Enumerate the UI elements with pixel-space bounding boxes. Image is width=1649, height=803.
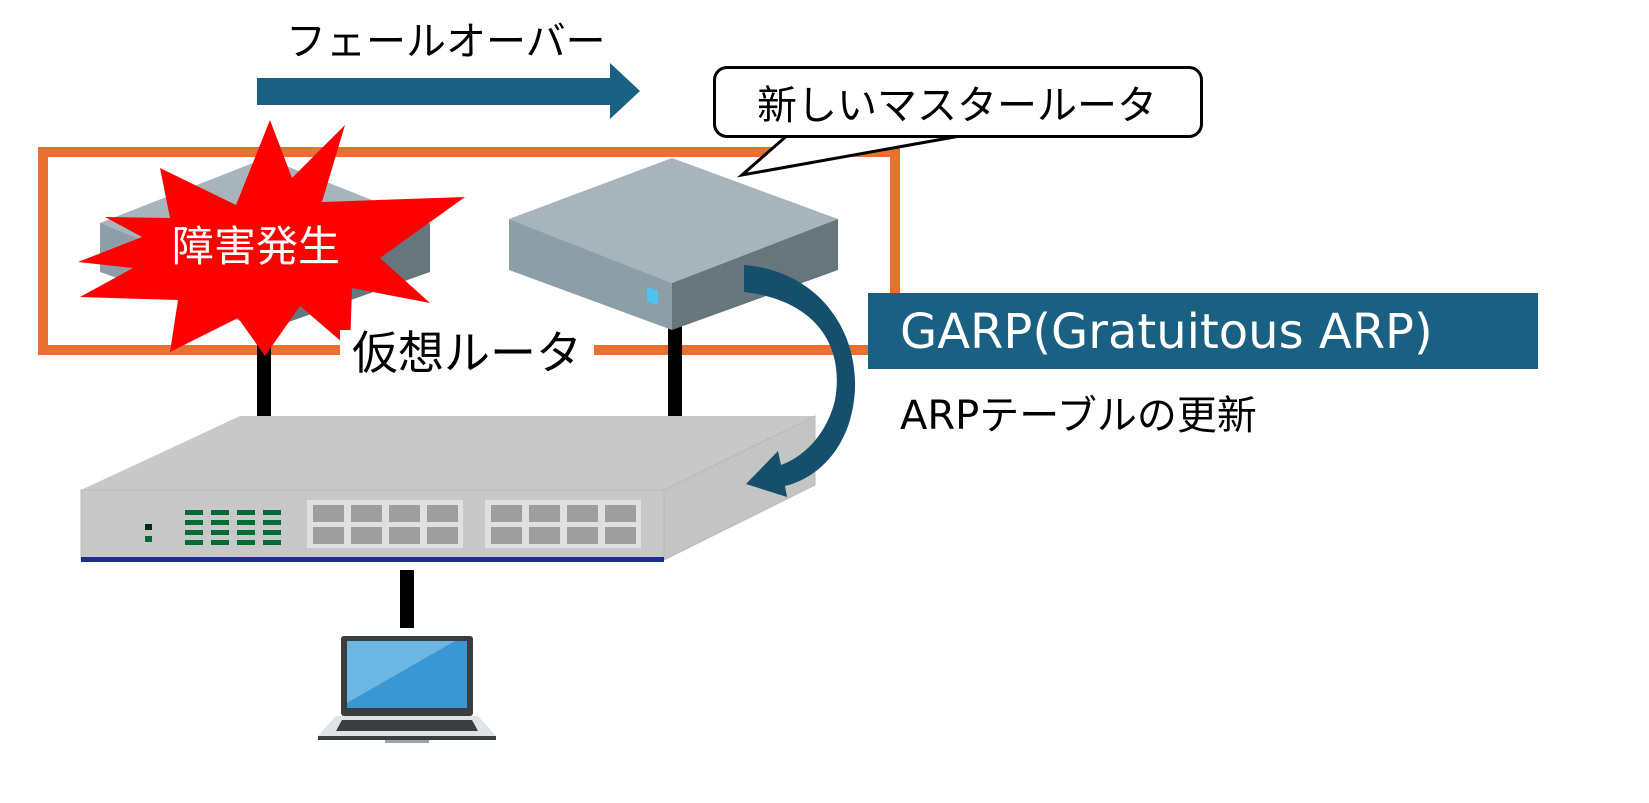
switch-led: [237, 520, 255, 525]
switch-port: [351, 527, 382, 544]
switch-port: [313, 505, 344, 522]
switch-led: [211, 510, 229, 515]
cable-laptop: [400, 570, 414, 628]
switch-port: [389, 527, 420, 544]
switch-led: [211, 520, 229, 525]
switch-port: [491, 505, 522, 522]
switch-led: [185, 510, 203, 515]
switch-port: [567, 505, 598, 522]
switch-led: [237, 530, 255, 535]
switch-led: [185, 530, 203, 535]
router-new-master-icon: [509, 158, 838, 330]
switch-port: [529, 505, 560, 522]
switch-led: [185, 540, 203, 545]
switch-port: [567, 527, 598, 544]
switch-port: [491, 527, 522, 544]
garp-title-box: [868, 293, 1538, 369]
network-switch-icon: [80, 415, 816, 562]
switch-port: [389, 505, 420, 522]
laptop-icon: [318, 636, 496, 743]
switch-led: [263, 510, 281, 515]
switch-port: [605, 527, 636, 544]
garp-curved-arrow-icon: [744, 265, 856, 497]
switch-port: [427, 527, 458, 544]
switch-led: [263, 520, 281, 525]
switch-port: [351, 505, 382, 522]
failover-arrow-icon: [257, 63, 640, 119]
switch-port: [427, 505, 458, 522]
switch-led: [211, 540, 229, 545]
switch-led: [211, 530, 229, 535]
switch-port: [605, 505, 636, 522]
new-master-callout: [713, 66, 1203, 138]
switch-led: [263, 530, 281, 535]
failure-burst-icon: [78, 120, 465, 356]
failover-label: フェールオーバー: [286, 19, 606, 65]
status-led-icon: [647, 286, 658, 306]
failure-burst-text: 障害発生: [172, 222, 341, 271]
virtual-router-label: 仮想ルータ: [340, 330, 594, 376]
switch-led: [185, 520, 203, 525]
cable-master-router: [668, 320, 682, 418]
switch-port: [313, 527, 344, 544]
switch-led: [237, 510, 255, 515]
new-master-callout-text: 新しいマスタールータ: [757, 83, 1157, 129]
callout-tail: [736, 131, 961, 178]
switch-led: [263, 540, 281, 545]
switch-led: [237, 540, 255, 545]
switch-port: [529, 527, 560, 544]
garp-title: GARP(Gratuitous ARP): [900, 304, 1433, 360]
arp-table-update-text: ARPテーブルの更新: [900, 393, 1257, 439]
